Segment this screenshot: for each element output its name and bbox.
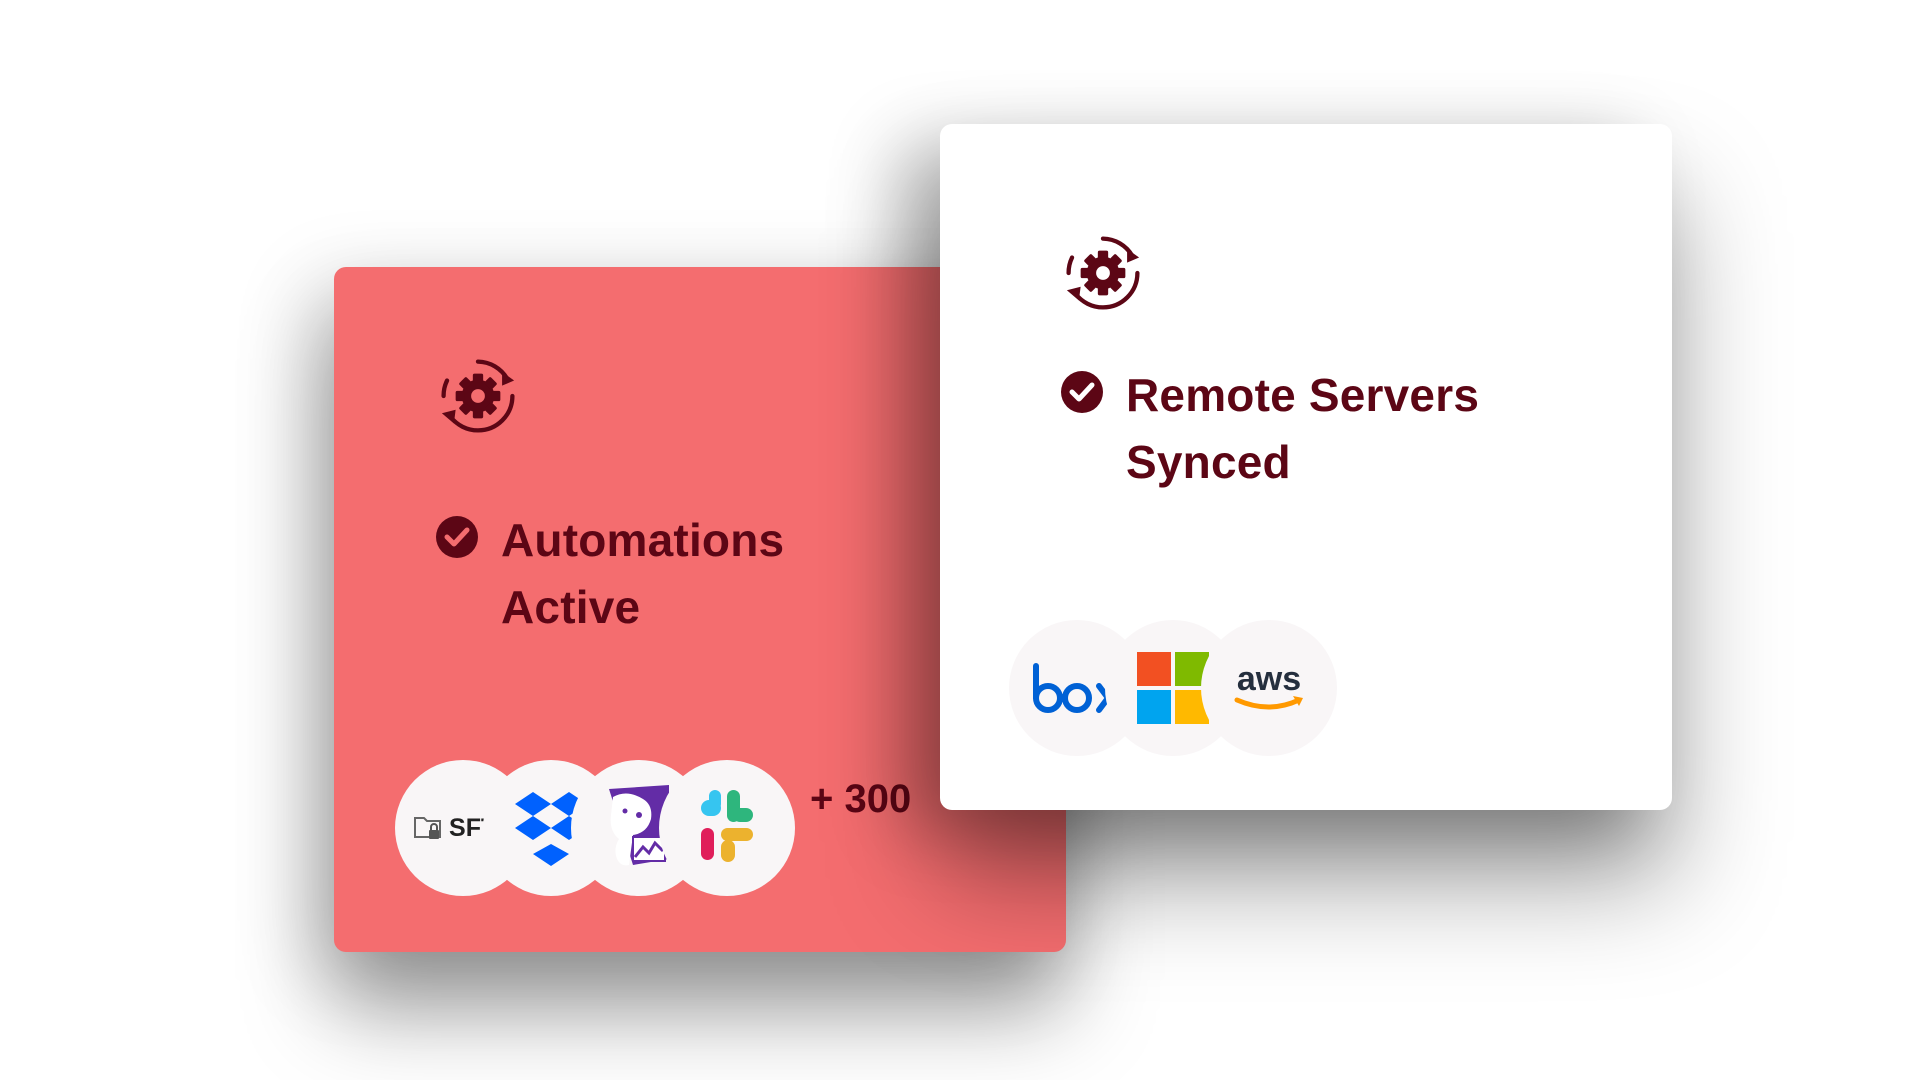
aws-icon: aws — [1234, 660, 1303, 710]
automations-status: Automations Active — [435, 507, 784, 641]
sftp-folder-lock-icon — [414, 817, 442, 839]
check-circle-icon — [1061, 371, 1103, 413]
status-title: Remote Servers Synced — [1126, 362, 1479, 496]
slack-logo — [659, 760, 795, 896]
more-integrations-count: + 300 — [810, 777, 912, 821]
microsoft-icon — [1137, 652, 1209, 724]
gear-sync-icon — [441, 359, 515, 433]
check-circle-icon — [436, 516, 478, 558]
datadog-icon — [609, 785, 669, 866]
remote-servers-card: Remote Servers Synced — [940, 124, 1672, 810]
remote-servers-status: Remote Servers Synced — [1060, 362, 1479, 496]
aws-label: aws — [1237, 660, 1301, 698]
slack-icon — [701, 790, 753, 862]
status-title-line2: Active — [501, 581, 641, 633]
status-title-line2: Synced — [1126, 436, 1291, 488]
status-title: Automations Active — [501, 507, 784, 641]
status-title-line1: Automations — [501, 514, 785, 566]
gear-sync-icon — [1066, 236, 1140, 310]
status-title-line1: Remote Servers — [1126, 369, 1480, 421]
aws-logo: aws — [1201, 620, 1337, 756]
